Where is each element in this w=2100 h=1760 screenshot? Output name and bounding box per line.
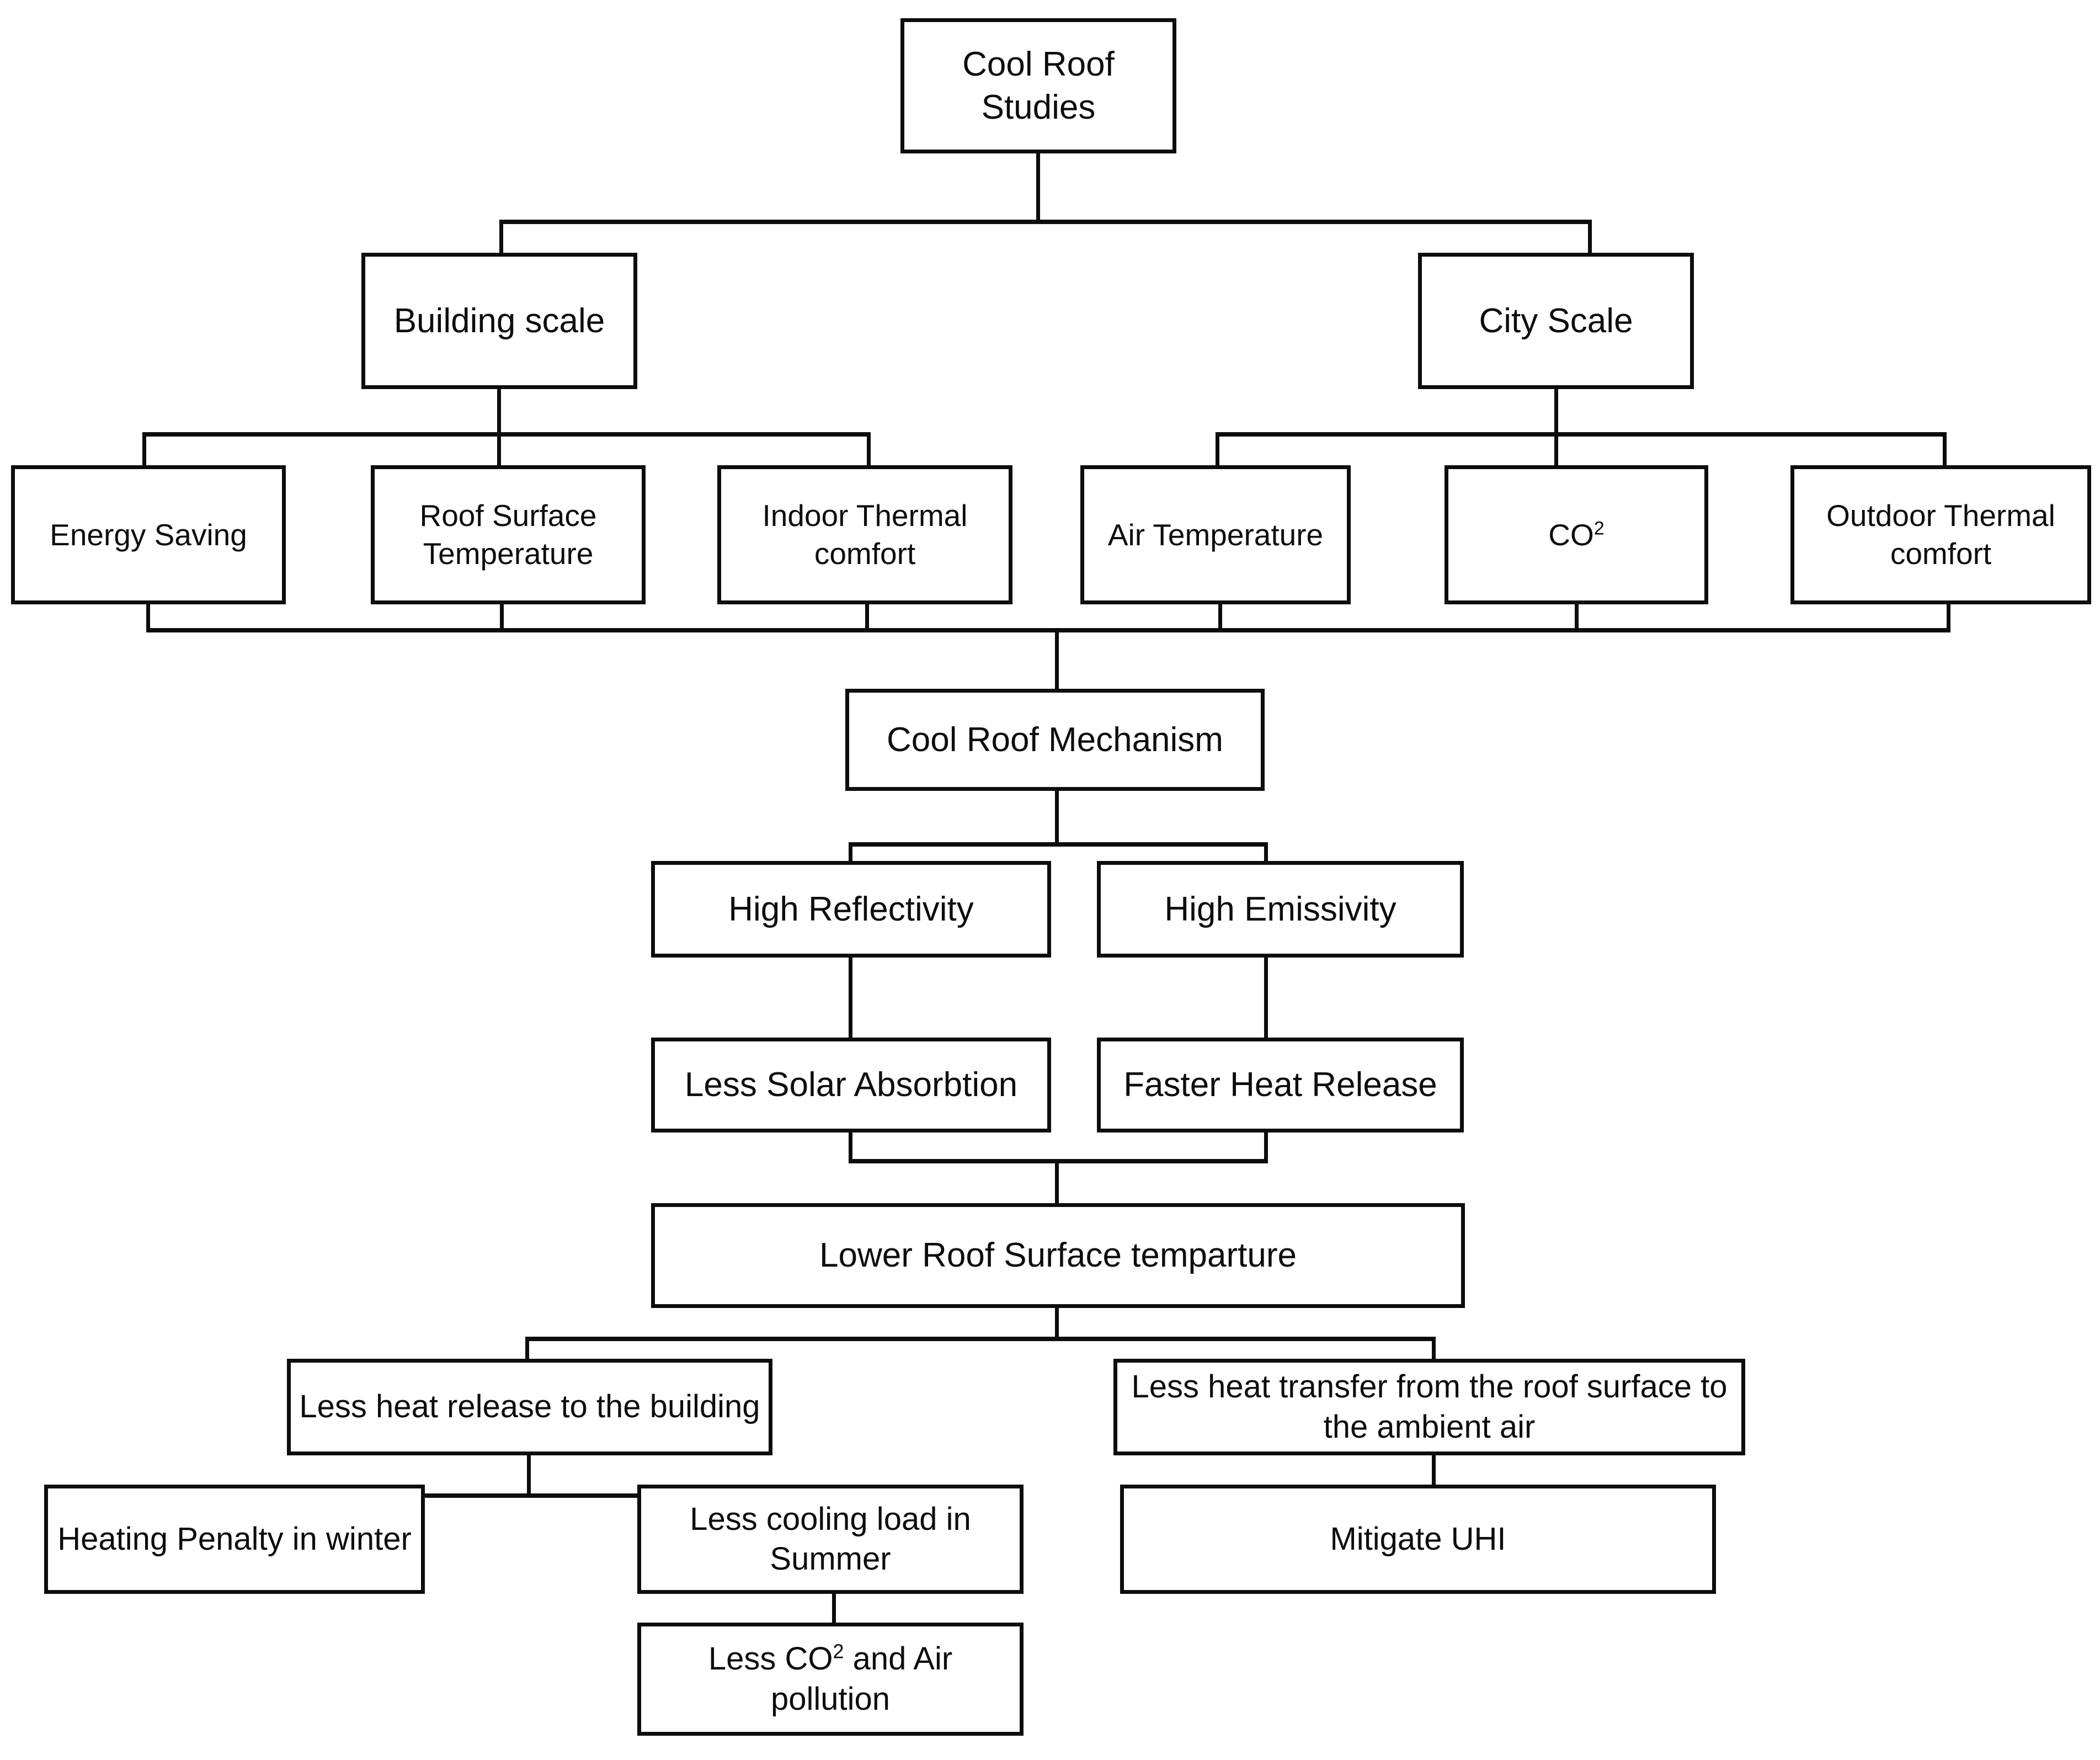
node-label: High Emissivity — [1164, 890, 1397, 928]
edge-building-branch-stem — [527, 1455, 531, 1497]
edge-reflectivity-to-absorbtion — [849, 958, 852, 1040]
edge-root-to-building-scale — [499, 220, 503, 254]
co2-text: CO — [1548, 517, 1594, 552]
edge-to-energy-saving — [142, 432, 146, 466]
edge-to-co2 — [1554, 432, 1558, 466]
edge-building-scale-bus — [142, 432, 871, 437]
node-co2[interactable]: CO2 — [1445, 465, 1708, 604]
node-high-emissivity[interactable]: High Emissivity — [1097, 861, 1464, 958]
edge-lower-temp-bus — [525, 1337, 1436, 1341]
edge-to-roof-surface-temperature — [497, 432, 501, 466]
edge-merge-to-lower-temp — [1055, 1159, 1059, 1208]
edge-to-outdoor-thermal-comfort — [1943, 432, 1947, 466]
edge-to-high-reflectivity — [849, 842, 852, 865]
node-label: Indoor Thermal comfort — [762, 498, 968, 571]
edge-building-scale-stem — [497, 389, 501, 436]
node-less-cooling-load-summer[interactable]: Less cooling load in Summer — [637, 1485, 1024, 1594]
node-less-co2-air-pollution[interactable]: Less CO2 and Air pollution — [637, 1623, 1024, 1736]
edge-ambient-to-mitigate-uhi — [1432, 1455, 1436, 1488]
node-label: Air Temperature — [1107, 517, 1324, 552]
edge-heat-release-down — [1264, 1132, 1268, 1163]
node-label: City Scale — [1479, 301, 1633, 340]
edge-to-air-temperature — [1216, 432, 1219, 466]
node-label: High Reflectivity — [728, 890, 974, 928]
edge-absorbtion-down — [849, 1132, 852, 1163]
edge-mechanism-bus — [849, 842, 1268, 847]
edge-root-stem — [1036, 153, 1040, 224]
node-lower-roof-surface-temparture[interactable]: Lower Roof Surface temparture — [651, 1203, 1465, 1308]
less-co2-text: Less CO — [708, 1641, 833, 1677]
edge-to-indoor-thermal-comfort — [867, 432, 871, 466]
node-heating-penalty-winter[interactable]: Heating Penalty in winter — [44, 1485, 425, 1594]
node-label: Less cooling load in Summer — [690, 1501, 971, 1577]
node-high-reflectivity[interactable]: High Reflectivity — [651, 861, 1051, 958]
edge-root-bus — [499, 220, 1592, 224]
edge-city-scale-bus — [1216, 432, 1947, 437]
node-less-solar-absorbtion[interactable]: Less Solar Absorbtion — [651, 1038, 1051, 1132]
node-label: Less heat release to the building — [299, 1389, 760, 1425]
node-label: Energy Saving — [50, 517, 247, 552]
node-building-scale[interactable]: Building scale — [361, 253, 637, 389]
node-cool-roof-mechanism[interactable]: Cool Roof Mechanism — [845, 689, 1265, 791]
node-air-temperature[interactable]: Air Temperature — [1080, 465, 1351, 604]
node-faster-heat-release[interactable]: Faster Heat Release — [1097, 1038, 1464, 1132]
node-less-heat-transfer-ambient[interactable]: Less heat transfer from the roof surface… — [1113, 1359, 1745, 1455]
edge-metrics-collector-bus — [146, 628, 1950, 632]
node-label: Less CO2 and Air pollution — [647, 1639, 1014, 1719]
edge-root-to-city-scale — [1588, 220, 1592, 254]
edge-to-high-emissivity — [1264, 842, 1268, 865]
edge-lower-temp-stem — [1055, 1308, 1059, 1341]
node-label: CO2 — [1454, 516, 1699, 554]
node-city-scale[interactable]: City Scale — [1418, 253, 1694, 389]
node-label: Faster Heat Release — [1123, 1066, 1437, 1104]
edge-mechanism-stem — [1055, 791, 1059, 846]
node-outdoor-thermal-comfort[interactable]: Outdoor Thermal comfort — [1790, 465, 2091, 604]
node-label: Less heat transfer from the roof surface… — [1131, 1369, 1728, 1445]
node-label: Building scale — [393, 301, 605, 340]
less-co2-suffix: and Air pollution — [770, 1641, 953, 1717]
edge-emissivity-to-heat-release — [1264, 958, 1268, 1040]
less-co2-superscript: 2 — [833, 1640, 844, 1663]
edge-co2-down — [1575, 604, 1579, 632]
edge-roof-surface-temperature-down — [500, 604, 504, 632]
edge-building-branch-bus — [234, 1493, 836, 1498]
node-label: Heating Penalty in winter — [57, 1520, 412, 1557]
edge-cooling-load-to-co2-pollution — [832, 1594, 836, 1626]
node-roof-surface-temperature[interactable]: Roof Surface Temperature — [371, 465, 646, 604]
node-label: Outdoor Thermal comfort — [1826, 498, 2055, 571]
node-label: Lower Roof Surface temparture — [819, 1236, 1297, 1275]
edge-air-temperature-down — [1218, 604, 1222, 632]
edge-energy-saving-down — [146, 604, 150, 632]
node-mitigate-uhi[interactable]: Mitigate UHI — [1120, 1485, 1716, 1594]
node-label: Less Solar Absorbtion — [684, 1066, 1018, 1104]
node-indoor-thermal-comfort[interactable]: Indoor Thermal comfort — [717, 465, 1012, 604]
node-label: Roof Surface Temperature — [419, 498, 597, 571]
edge-outdoor-thermal-comfort-down — [1947, 604, 1950, 632]
co2-superscript: 2 — [1593, 518, 1605, 539]
edge-to-less-heat-transfer-ambient — [1432, 1337, 1436, 1364]
node-less-heat-release-building[interactable]: Less heat release to the building — [287, 1359, 772, 1455]
node-cool-roof-studies[interactable]: Cool Roof Studies — [900, 18, 1176, 153]
edge-to-less-heat-release-building — [525, 1337, 529, 1364]
edge-collector-to-mechanism — [1055, 628, 1059, 690]
node-label: Cool Roof Studies — [962, 45, 1115, 126]
edge-indoor-thermal-comfort-down — [865, 604, 869, 632]
node-label: Mitigate UHI — [1330, 1520, 1506, 1557]
edge-city-scale-stem — [1554, 389, 1558, 436]
node-label: Cool Roof Mechanism — [887, 720, 1223, 759]
node-energy-saving[interactable]: Energy Saving — [11, 465, 286, 604]
